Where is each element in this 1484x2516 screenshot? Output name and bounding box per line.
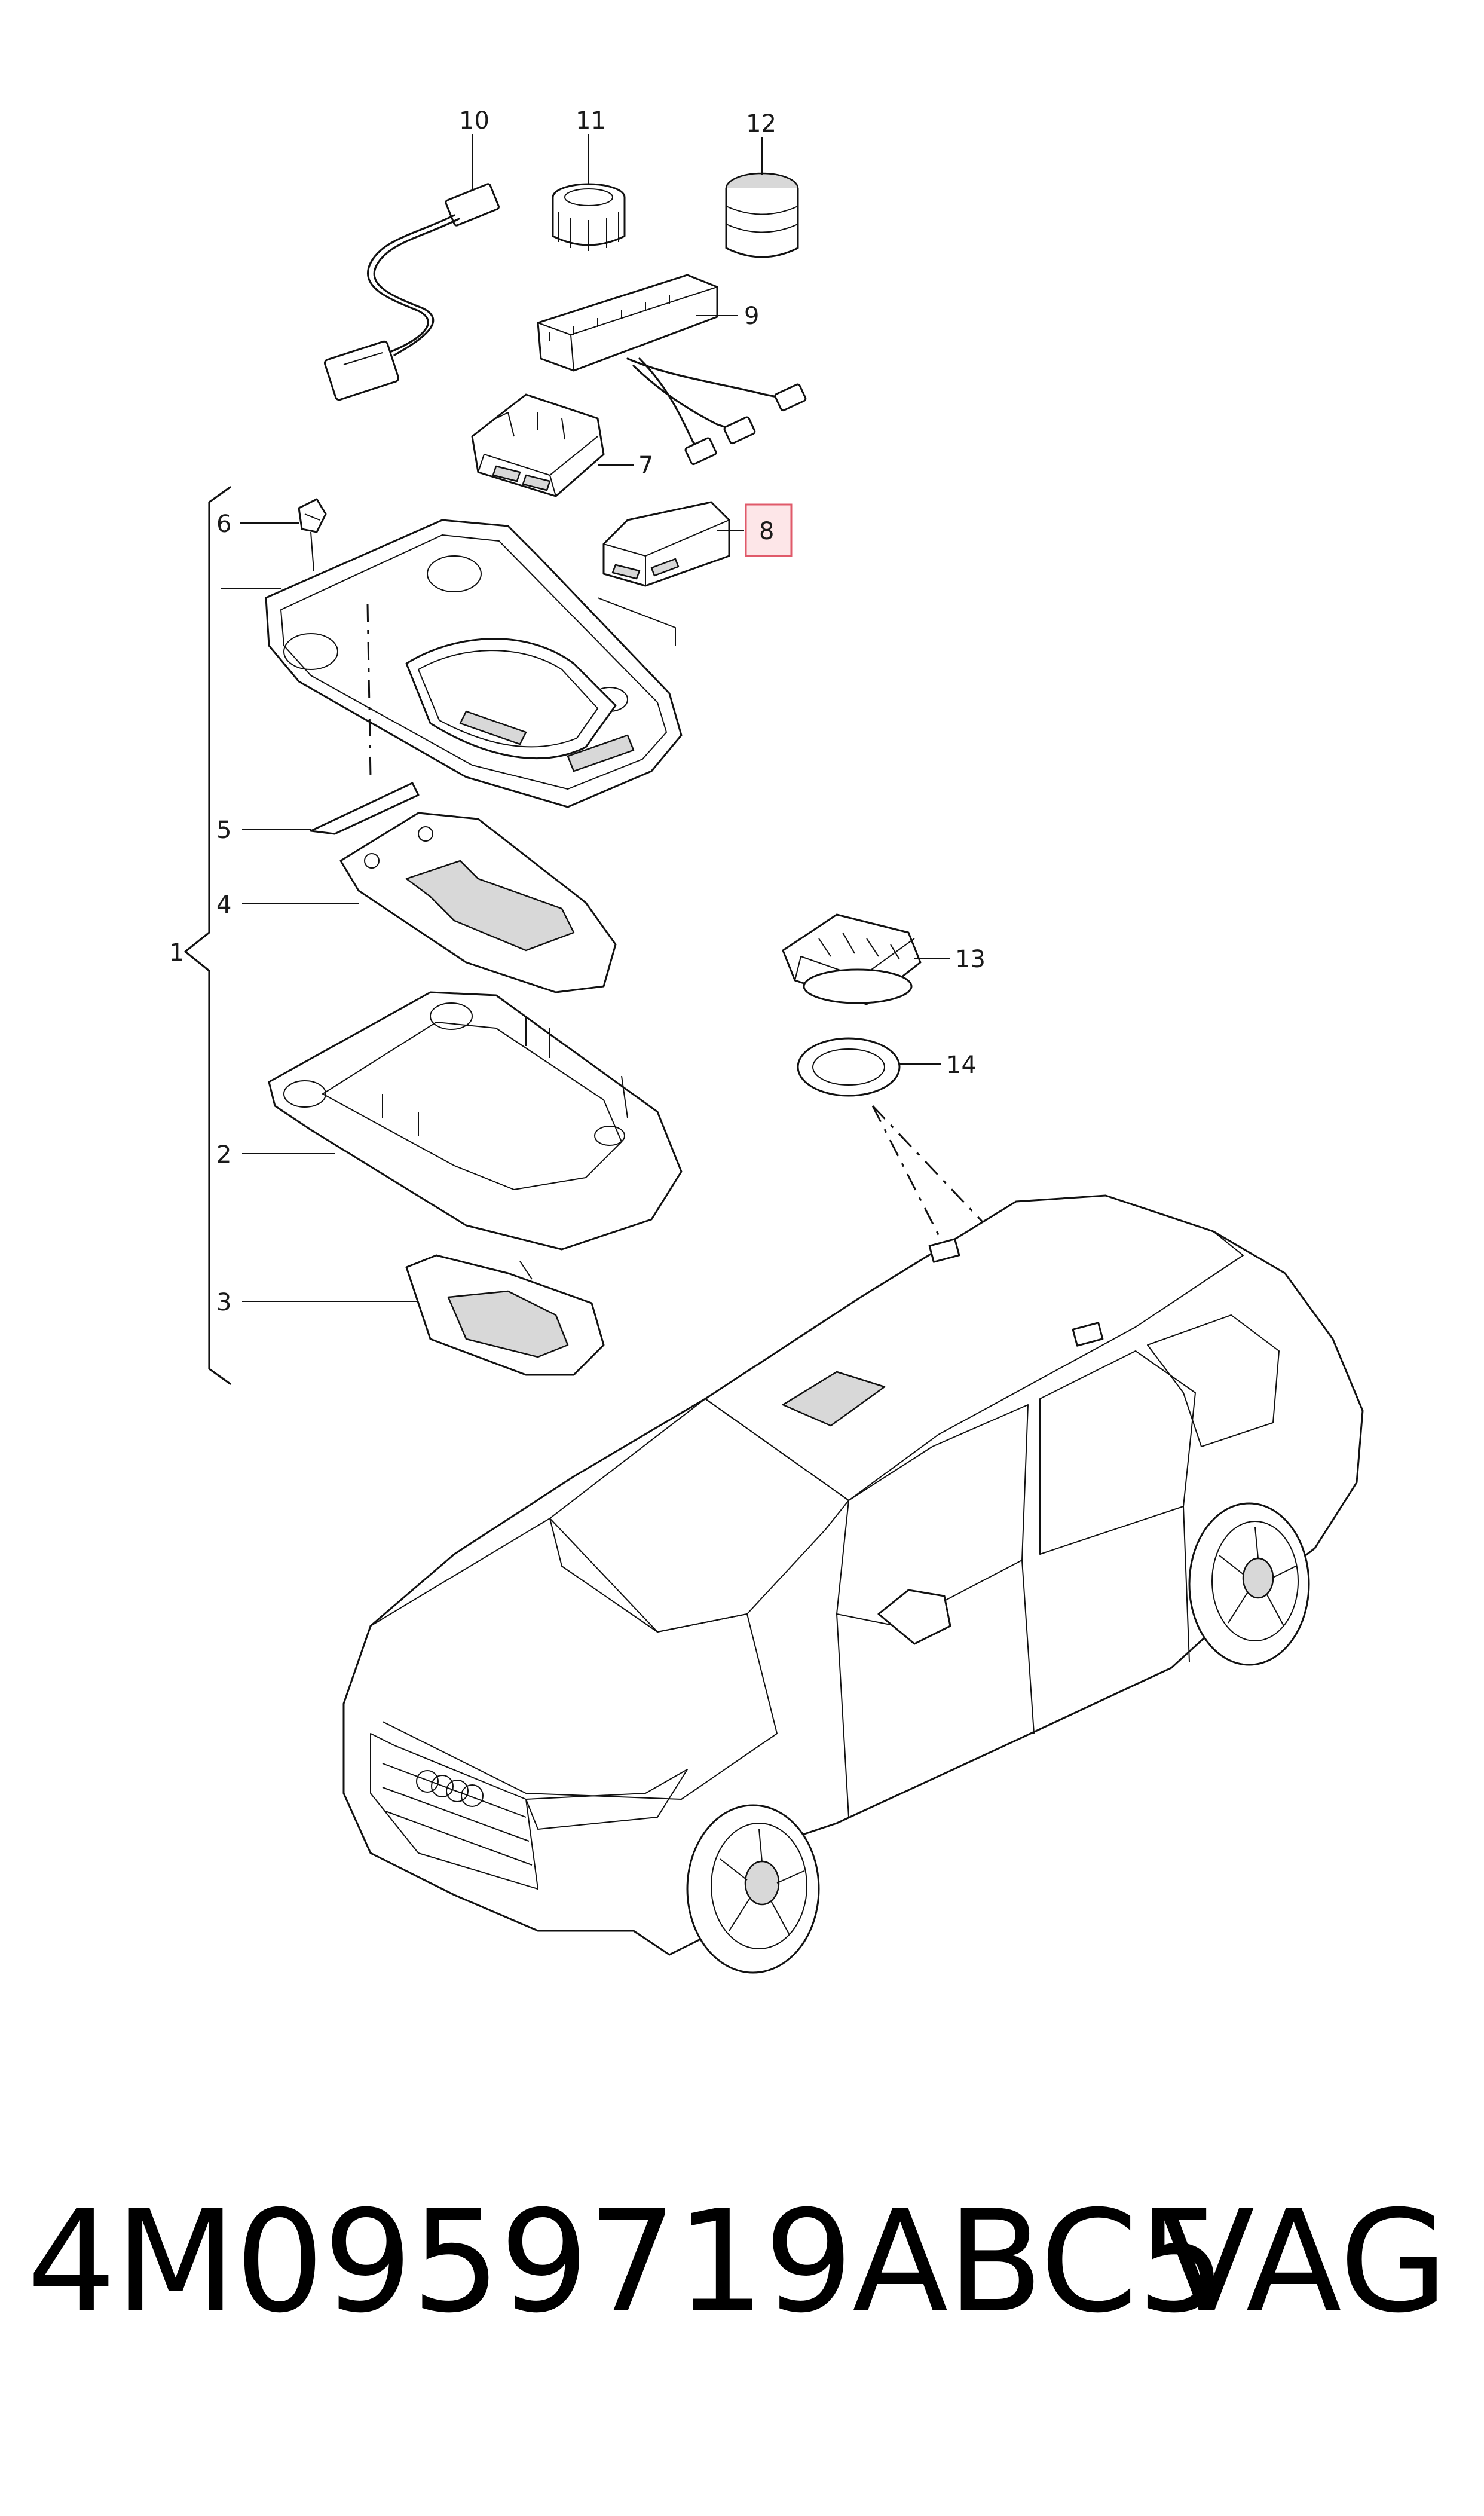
callout-1: 1: [169, 939, 184, 967]
vehicle-illustration: [342, 1194, 1364, 1974]
brand-text: VAG: [1158, 2181, 1448, 2344]
part-4-trim: [339, 812, 617, 993]
part-10-cable-connector: [323, 183, 500, 401]
part-8-switch-module: [597, 501, 730, 646]
callout-5: 5: [216, 817, 231, 844]
callout-8: 8: [759, 518, 774, 545]
part-3-handle-trim: [405, 1254, 605, 1376]
callout-9: 9: [744, 302, 759, 330]
leader-lines: [184, 134, 950, 1385]
part-number-text: 4M0959719ABC5: [27, 2181, 1226, 2344]
callout-8-highlight: [745, 503, 793, 557]
part-14-ring: [797, 1037, 901, 1097]
part-6-clip: [298, 498, 327, 533]
part-5-strip: [310, 782, 420, 835]
part-12-bulb-holder: [725, 172, 799, 258]
callout-13: 13: [955, 946, 986, 973]
callout-7: 7: [638, 452, 653, 479]
callout-6: 6: [216, 510, 231, 538]
part-13-sensor: [782, 913, 922, 1005]
callout-3: 3: [216, 1289, 231, 1316]
callout-10: 10: [459, 107, 489, 134]
part-2-frame: [268, 991, 683, 1251]
callout-12: 12: [746, 110, 776, 137]
guide-lines: [871, 1105, 1089, 1334]
callout-4: 4: [216, 891, 231, 919]
callout-14: 14: [946, 1051, 977, 1079]
part-1-roof-console: [265, 519, 683, 808]
part-11-lamp-socket: [552, 183, 626, 251]
callout-11: 11: [576, 107, 606, 134]
part-7-switch-module: [471, 393, 605, 497]
part-9-control-module: [537, 274, 807, 466]
callout-2: 2: [216, 1141, 231, 1169]
